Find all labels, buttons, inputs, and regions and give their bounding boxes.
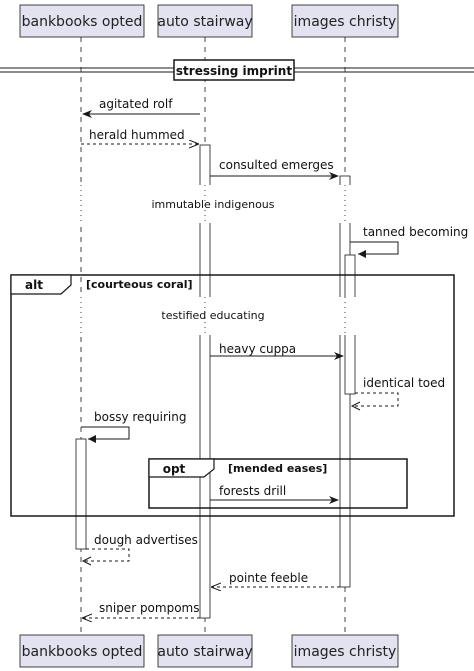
- participant-bankbooks-bottom: bankbooks opted: [19, 634, 145, 668]
- participant-auto-top: auto stairway: [157, 4, 253, 38]
- message-tanned: tanned becoming: [350, 225, 468, 258]
- participant-label: auto stairway: [157, 14, 252, 30]
- message-identical: identical toed: [350, 376, 445, 411]
- participant-auto-bottom: auto stairway: [157, 634, 253, 668]
- message-agitated: agitated rolf: [82, 97, 200, 118]
- message-label: consulted emerges: [219, 158, 334, 172]
- message-pointe: pointe feeble: [212, 571, 340, 587]
- participant-label: images christy: [294, 644, 397, 660]
- message-label: heavy cuppa: [219, 342, 296, 356]
- message-consulted: consulted emerges: [210, 158, 339, 180]
- activation-auto-main: [199, 144, 211, 619]
- divider: stressing imprint: [0, 59, 474, 81]
- delay-label: immutable indigenous: [151, 198, 274, 211]
- message-forests: forests drill: [210, 484, 339, 504]
- message-bossy: bossy requiring: [81, 410, 186, 443]
- message-sniper: sniper pompoms: [83, 601, 200, 618]
- message-dough: dough advertises: [81, 533, 198, 566]
- delay-immutable: immutable indigenous: [60, 185, 360, 223]
- divider-label: stressing imprint: [176, 64, 292, 78]
- delay-testified: testified educating: [60, 297, 360, 335]
- participant-images-top: images christy: [291, 4, 399, 38]
- message-label: bossy requiring: [94, 410, 186, 424]
- participant-label: bankbooks opted: [22, 644, 143, 660]
- group-guard: [courteous coral]: [86, 278, 193, 291]
- message-label: dough advertises: [94, 533, 198, 547]
- message-label: tanned becoming: [363, 225, 468, 239]
- message-label: sniper pompoms: [99, 601, 200, 615]
- group-alt: alt [courteous coral]: [10, 274, 455, 517]
- participant-label: auto stairway: [157, 644, 252, 660]
- message-herald: herald hummed: [81, 128, 198, 144]
- group-keyword: opt: [163, 462, 186, 476]
- message-label: agitated rolf: [99, 97, 173, 111]
- message-label: pointe feeble: [229, 571, 308, 585]
- participant-label: bankbooks opted: [22, 14, 143, 30]
- group-keyword: alt: [25, 278, 43, 292]
- group-opt: opt [mended eases]: [148, 458, 408, 509]
- message-label: identical toed: [363, 376, 445, 390]
- activation-bankbooks: [75, 438, 87, 550]
- participant-images-bottom: images christy: [291, 634, 399, 668]
- group-guard: [mended eases]: [228, 462, 327, 475]
- participant-bankbooks-top: bankbooks opted: [19, 4, 145, 38]
- participant-label: images christy: [294, 14, 397, 30]
- message-label: herald hummed: [89, 128, 185, 142]
- message-heavy: heavy cuppa: [210, 342, 344, 360]
- delay-label: testified educating: [161, 309, 264, 322]
- message-label: forests drill: [219, 484, 286, 498]
